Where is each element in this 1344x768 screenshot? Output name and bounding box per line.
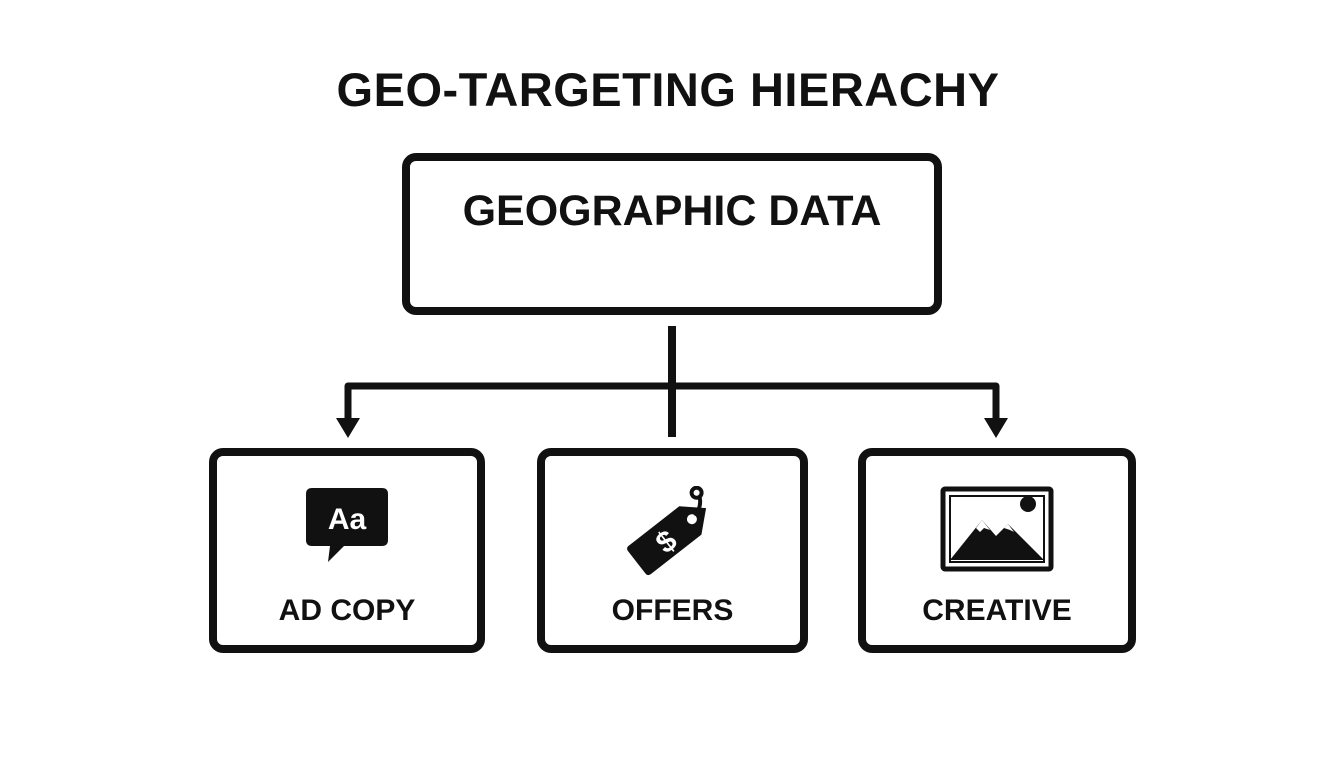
ad-copy-node: Aa AD COPY — [209, 448, 485, 653]
offers-node: $ OFFERS — [537, 448, 808, 653]
price-tag-icon: $ — [626, 486, 706, 576]
mountain-image-icon — [940, 486, 1054, 572]
ad-copy-icon-text: Aa — [328, 503, 367, 536]
arrowhead-left — [336, 418, 360, 438]
ad-copy-speech-bubble-icon: Aa — [306, 488, 388, 562]
offers-label: OFFERS — [611, 594, 734, 627]
branch-line — [344, 382, 1000, 420]
diagram-title: GEO-TARGETING HIERACHY — [336, 63, 1000, 116]
geographic-data-label: GEOGRAPHIC DATA — [462, 187, 882, 235]
arrowhead-right — [984, 418, 1008, 438]
creative-label: CREATIVE — [922, 594, 1072, 627]
ad-copy-label: AD COPY — [278, 594, 416, 627]
geographic-data-node: GEOGRAPHIC DATA — [402, 153, 942, 315]
creative-node: CREATIVE — [858, 448, 1136, 653]
